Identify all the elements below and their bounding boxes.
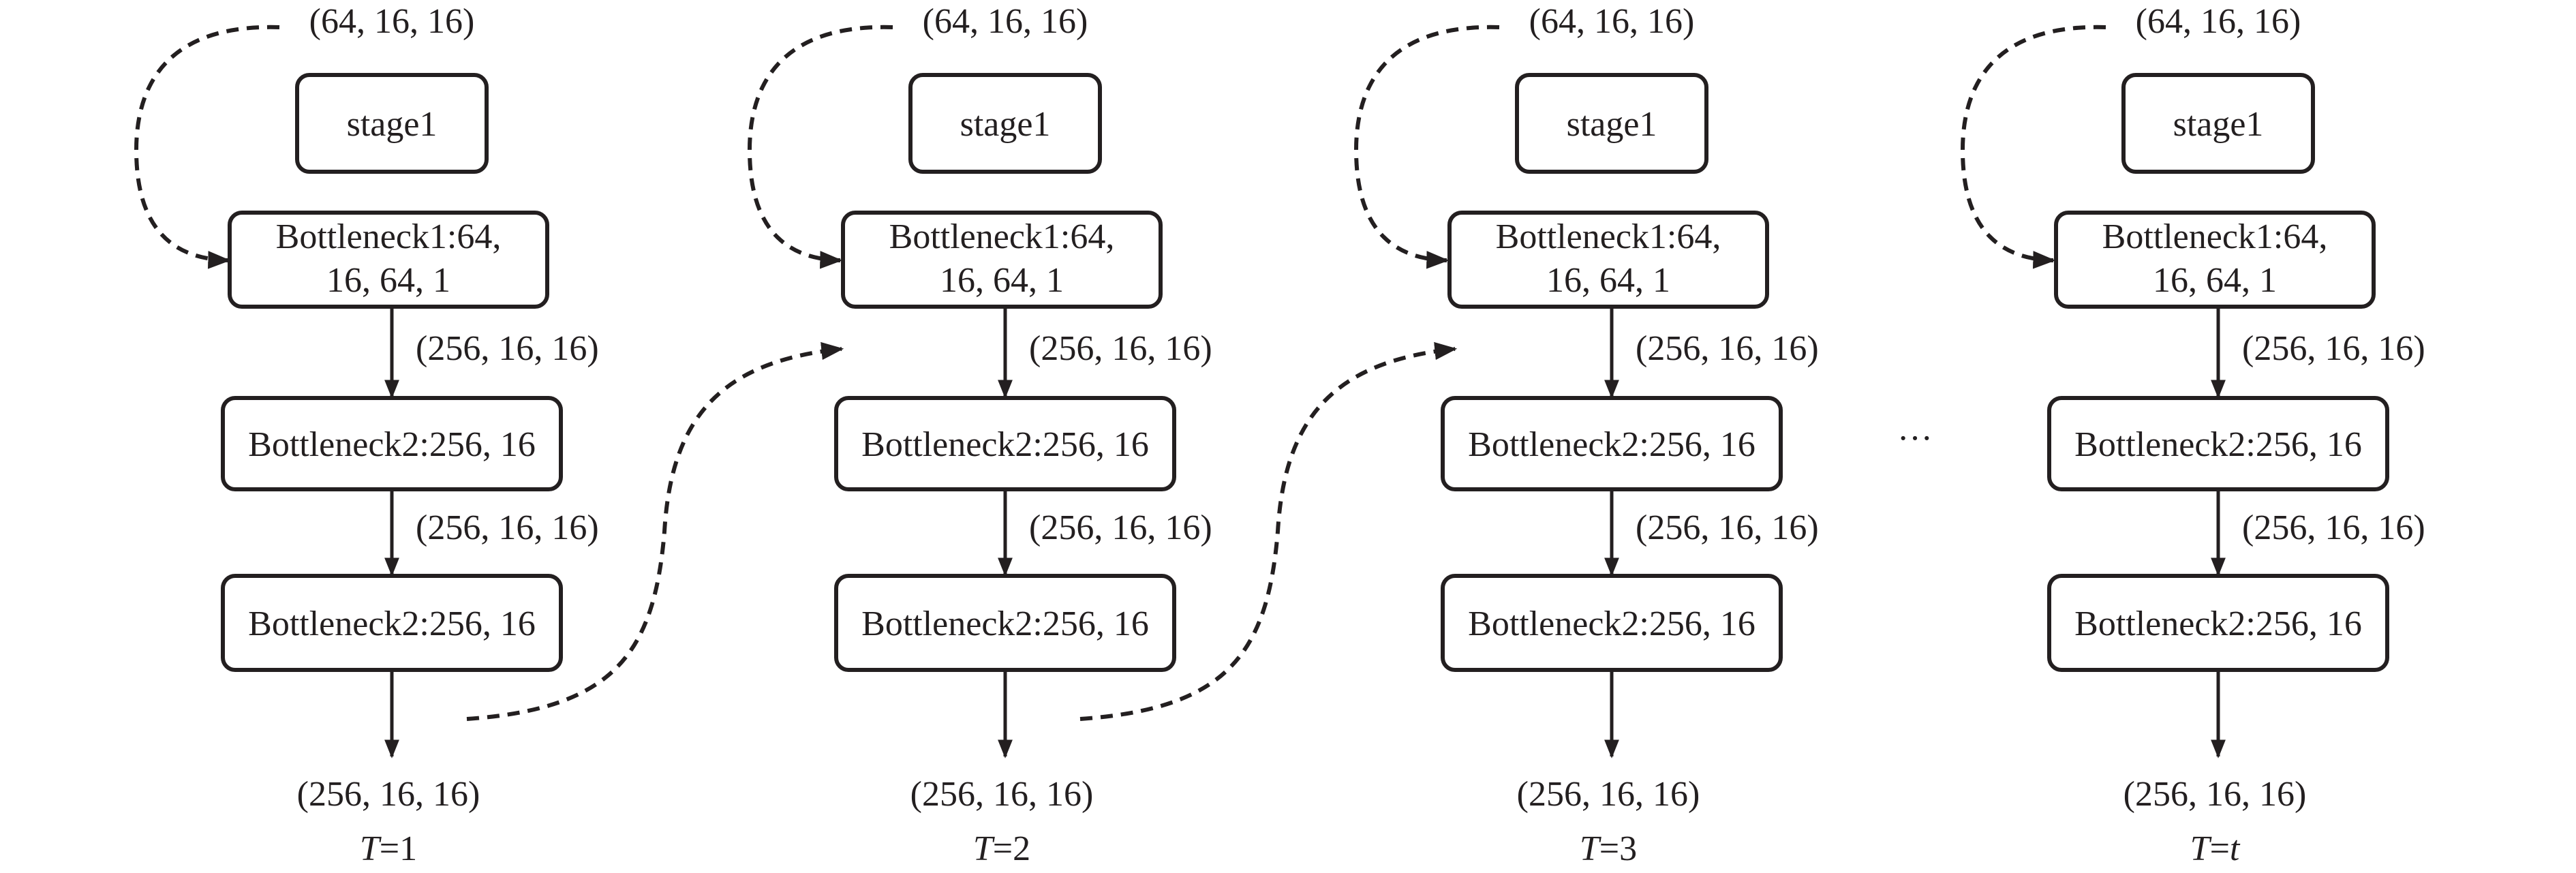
column-tt: (64, 16, 16) stage1 Bottleneck1:64, 16, … (1960, 2, 2425, 868)
bottleneck1-label-line2: 16, 64, 1 (2153, 261, 2277, 300)
bottleneck2b-label: Bottleneck2:256, 16 (1468, 604, 1755, 643)
bottleneck1-box (228, 211, 549, 309)
output-shape-label: (256, 16, 16) (297, 775, 480, 814)
output-shape-label: (256, 16, 16) (910, 775, 1094, 814)
shape-after-b2a-label: (256, 16, 16) (1636, 508, 1819, 547)
bottleneck1-label-line1: Bottleneck1:64, (276, 217, 502, 256)
stage1-box (2121, 73, 2315, 174)
stage1-label: stage1 (347, 105, 438, 144)
bottleneck1-label-line1: Bottleneck1:64, (1496, 217, 1721, 256)
bottleneck2b-label: Bottleneck2:256, 16 (861, 604, 1149, 643)
stage1-box (908, 73, 1102, 174)
column-t2: (64, 16, 16) stage1 Bottleneck1:64, 16, … (747, 2, 1212, 868)
shape-after-b1-label: (256, 16, 16) (2242, 329, 2425, 368)
bottleneck2a-label: Bottleneck2:256, 16 (1468, 425, 1755, 464)
shape-after-b2a-label: (256, 16, 16) (2242, 508, 2425, 547)
input-shape-label: (64, 16, 16) (309, 2, 475, 41)
skip-connection-dashed-arrow (747, 25, 893, 269)
input-shape-label: (64, 16, 16) (1529, 2, 1695, 41)
shape-after-b1-label: (256, 16, 16) (1636, 329, 1819, 368)
inter-timestep-dashed-arrow-2 (1079, 341, 1458, 721)
skip-connection-dashed-arrow (134, 25, 280, 269)
bottleneck2b-label: Bottleneck2:256, 16 (248, 604, 536, 643)
bottleneck1-label-line1: Bottleneck1:64, (2102, 217, 2328, 256)
input-shape-label: (64, 16, 16) (923, 2, 1088, 41)
input-shape-label: (64, 16, 16) (2136, 2, 2301, 41)
ellipsis-label: ··· (1897, 419, 1933, 458)
bottleneck1-label-line2: 16, 64, 1 (940, 261, 1064, 300)
bottleneck1-box (2054, 211, 2376, 309)
stage1-label: stage1 (1567, 105, 1657, 144)
shape-after-b1-label: (256, 16, 16) (1029, 329, 1212, 368)
timestep-label: T=2 (973, 829, 1030, 868)
inter-timestep-dashed-arrow-1 (466, 341, 844, 721)
stage1-box (1515, 73, 1708, 174)
bottleneck2a-label: Bottleneck2:256, 16 (248, 425, 536, 464)
output-shape-label: (256, 16, 16) (2123, 775, 2307, 814)
column-t3: (64, 16, 16) stage1 Bottleneck1:64, 16, … (1353, 2, 1819, 868)
skip-connection-dashed-arrow (1353, 25, 1500, 269)
bottleneck2b-label: Bottleneck2:256, 16 (2074, 604, 2362, 643)
bottleneck1-label-line1: Bottleneck1:64, (889, 217, 1115, 256)
output-shape-label: (256, 16, 16) (1517, 775, 1700, 814)
timestep-label: T=3 (1580, 829, 1637, 868)
shape-after-b2a-label: (256, 16, 16) (416, 508, 599, 547)
skip-connection-dashed-arrow (1960, 25, 2106, 269)
shape-after-b1-label: (256, 16, 16) (416, 329, 599, 368)
timestep-label: T=1 (360, 829, 417, 868)
stage1-label: stage1 (2173, 105, 2264, 144)
bottleneck1-box (841, 211, 1163, 309)
bottleneck2a-label: Bottleneck2:256, 16 (861, 425, 1149, 464)
bottleneck1-label-line2: 16, 64, 1 (326, 261, 450, 300)
stage1-box (295, 73, 489, 174)
timestep-label: T=t (2190, 829, 2241, 868)
bottleneck2a-label: Bottleneck2:256, 16 (2074, 425, 2362, 464)
bottleneck1-label-line2: 16, 64, 1 (1546, 261, 1670, 300)
bottleneck1-box (1447, 211, 1769, 309)
shape-after-b2a-label: (256, 16, 16) (1029, 508, 1212, 547)
column-t1: (64, 16, 16) stage1 Bottleneck1:64, 16, … (134, 2, 599, 868)
stage1-label: stage1 (960, 105, 1051, 144)
